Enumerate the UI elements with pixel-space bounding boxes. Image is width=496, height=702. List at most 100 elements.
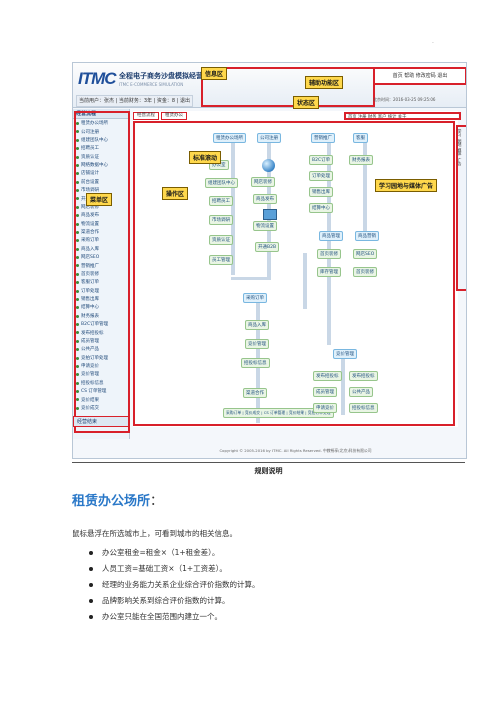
menu-item[interactable]: 竞价结果 bbox=[73, 395, 129, 403]
user-toolbar: 当前用户：张杰 | 当前财务：3年 | 资金：8 | 退出 bbox=[76, 95, 193, 107]
strip-item[interactable]: 广告 bbox=[458, 157, 463, 166]
flow-node[interactable]: 员工管理 bbox=[209, 255, 233, 265]
menu-item[interactable]: 商品入库 bbox=[73, 245, 129, 253]
flow-node[interactable]: 租赁办公场所 bbox=[213, 133, 246, 143]
status-options[interactable]: 首页 注册 财务 客户 统计 关于 bbox=[344, 112, 461, 120]
flow-node[interactable]: 招投标信息 bbox=[241, 358, 270, 368]
menu-item[interactable]: 营销推广 bbox=[73, 261, 129, 269]
header-tools[interactable]: 首页 帮助 修改密码 退出 bbox=[373, 67, 466, 85]
flow-node[interactable]: 公共产品 bbox=[349, 387, 373, 397]
flow-node[interactable]: 组建团队中心 bbox=[205, 178, 238, 188]
label-help: 辅助功能区 bbox=[305, 76, 344, 89]
menu-item[interactable]: 竞拍订单处理 bbox=[73, 354, 129, 362]
flow-node[interactable]: 网店装修 bbox=[251, 177, 275, 187]
flow-node[interactable]: 渠道合作 bbox=[243, 388, 267, 398]
menu-item[interactable]: 成员管理 bbox=[73, 337, 129, 345]
flow-node[interactable]: 商品管理 bbox=[319, 231, 343, 241]
flow-node[interactable]: 招投标信息 bbox=[349, 403, 378, 413]
flow-node[interactable]: 发布招投标 bbox=[313, 371, 342, 381]
flow-connector bbox=[327, 139, 331, 345]
flow-node[interactable]: 物流设置 bbox=[253, 221, 277, 231]
flow-node[interactable]: 首页装修 bbox=[353, 267, 377, 277]
menu-item[interactable]: 租赁办公场所 bbox=[73, 119, 129, 127]
menu-item[interactable]: 招投标信息 bbox=[73, 379, 129, 387]
menu-item[interactable]: 竞价管理 bbox=[73, 370, 129, 378]
menu-item[interactable]: 资质认证 bbox=[73, 153, 129, 161]
flow-node[interactable]: 首页装修 bbox=[317, 249, 341, 259]
flow-node[interactable]: 结算中心 bbox=[309, 203, 333, 213]
menu-item[interactable]: 渠道合作 bbox=[73, 228, 129, 236]
menu-item[interactable]: 发布招投标 bbox=[73, 328, 129, 336]
flow-node[interactable]: 招聘员工 bbox=[209, 196, 233, 206]
menu-footer[interactable]: 经营结束 bbox=[73, 416, 129, 427]
menu-item[interactable]: 销售出库 bbox=[73, 295, 129, 303]
menu-item[interactable]: 申请竞价 bbox=[73, 362, 129, 370]
menu-item[interactable]: 物流设置 bbox=[73, 220, 129, 228]
label-operate: 操作区 bbox=[162, 187, 189, 200]
section-title-colon: ： bbox=[150, 494, 164, 509]
copyright: Copyright © 2005-2016 by ITMC. All Right… bbox=[219, 448, 372, 453]
flow-node[interactable]: 财务报表 bbox=[349, 155, 373, 165]
label-status: 状态区 bbox=[293, 96, 320, 109]
flow-connector bbox=[231, 277, 271, 280]
menu-item[interactable]: 竞价成交 bbox=[73, 404, 129, 412]
menu-item[interactable]: 前台设置 bbox=[73, 178, 129, 186]
flow-node[interactable]: 公司注册 bbox=[257, 133, 281, 143]
menu-item[interactable]: 财务报表 bbox=[73, 312, 129, 320]
menu-item[interactable]: 网店SEO bbox=[73, 253, 129, 261]
tab-office[interactable]: 租赁办公 bbox=[161, 112, 187, 120]
caption-rule bbox=[72, 462, 465, 463]
itmc-logo: ITMC bbox=[78, 69, 117, 88]
rule-item: 办公室租金=租金×（1+租金差）。 bbox=[72, 545, 260, 561]
flow-node[interactable]: 营销推广 bbox=[311, 133, 335, 143]
flow-node[interactable]: 网店SEO bbox=[353, 249, 378, 259]
figure-caption: 规则说明 bbox=[254, 467, 283, 475]
menu-item[interactable]: 结算中心 bbox=[73, 303, 129, 311]
tab-flow[interactable]: 经营流程 bbox=[133, 112, 159, 120]
flow-node[interactable]: 资质认证 bbox=[209, 235, 233, 245]
flow-node[interactable]: 商品入库 bbox=[245, 320, 269, 330]
menu-item[interactable]: 商品发布 bbox=[73, 211, 129, 219]
menu-item[interactable]: 采购订单 bbox=[73, 236, 129, 244]
flow-node-row[interactable]: 采购订单 | 竞价成交 | CS 订单管理 | 竞价结果 | 竞拍订单处理 bbox=[223, 408, 334, 418]
sidebar-menu: 经营流程 租赁办公场所 公司注册 组建团队中心 招聘员工 资质认证 网络数据中心… bbox=[73, 109, 130, 439]
menu-item[interactable]: 网店装修 bbox=[73, 203, 129, 211]
menu-item[interactable]: 店铺设计 bbox=[73, 169, 129, 177]
menu-item[interactable]: 公共产品 bbox=[73, 345, 129, 353]
menu-item[interactable]: 组建团队中心 bbox=[73, 136, 129, 144]
flow-node[interactable]: 开通B2B bbox=[255, 242, 280, 252]
flow-node[interactable]: 申请竞价 bbox=[313, 403, 337, 413]
section-intro: 鼠标悬浮在所选城市上，可看到城市的相关信息。 bbox=[72, 529, 237, 538]
menu-item[interactable]: CS 订单管理 bbox=[73, 387, 129, 395]
strip-item[interactable]: 媒体 bbox=[458, 148, 463, 156]
flow-node[interactable]: 销售出库 bbox=[309, 187, 333, 197]
flow-node[interactable]: 客服 bbox=[353, 133, 368, 143]
menu-item[interactable]: B2C订单管理 bbox=[73, 320, 129, 328]
menu-list: 租赁办公场所 公司注册 组建团队中心 招聘员工 资质认证 网络数据中心 店铺设计… bbox=[73, 119, 129, 412]
strip-item[interactable]: 学习 bbox=[458, 129, 463, 137]
menu-item[interactable]: 公司注册 bbox=[73, 127, 129, 135]
flow-node[interactable]: 采购订单 bbox=[243, 293, 267, 303]
flow-node[interactable]: 商品发布 bbox=[253, 194, 277, 204]
menu-item[interactable]: 客服订单 bbox=[73, 278, 129, 286]
flow-node[interactable]: 成员管理 bbox=[313, 387, 337, 397]
menu-item[interactable]: 市场调研 bbox=[73, 186, 129, 194]
label-menu: 菜单区 bbox=[86, 193, 113, 206]
menu-item[interactable]: 首页装修 bbox=[73, 270, 129, 278]
flow-connector bbox=[303, 253, 307, 309]
rule-item: 品牌影响关系到综合评价指数的计算。 bbox=[72, 593, 260, 609]
menu-area-box bbox=[74, 111, 130, 433]
flow-node[interactable]: 发布招投标 bbox=[349, 371, 378, 381]
flow-node[interactable]: 市场调研 bbox=[209, 215, 233, 225]
flow-node[interactable]: 库存管理 bbox=[317, 267, 341, 277]
flow-node[interactable]: 订单处理 bbox=[309, 171, 333, 181]
strip-item[interactable]: 园地 bbox=[458, 138, 463, 147]
flow-node[interactable]: B2C订单 bbox=[309, 155, 334, 165]
flow-node[interactable]: 竞价管理 bbox=[245, 339, 269, 349]
menu-item[interactable]: 招聘员工 bbox=[73, 144, 129, 152]
menu-item[interactable]: 网络数据中心 bbox=[73, 161, 129, 169]
flow-node[interactable]: 商品营销 bbox=[355, 231, 379, 241]
flow-node[interactable]: 竞价管理 bbox=[333, 349, 357, 359]
menu-item[interactable]: 订单处理 bbox=[73, 287, 129, 295]
flow-connector bbox=[363, 139, 367, 237]
